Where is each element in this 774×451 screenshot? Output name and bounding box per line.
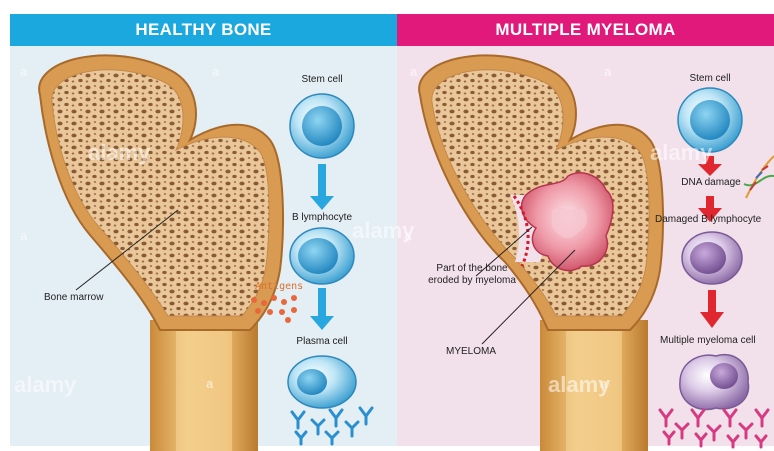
healthy-bone-title: HEALTHY BONE <box>10 14 397 46</box>
damaged-b-lymphocyte-label: Damaged B lymphocyte <box>655 214 761 225</box>
myeloma-label: MYELOMA <box>446 346 496 357</box>
watermark-letter: a <box>20 64 27 79</box>
stem-cell-label-myeloma: Stem cell <box>670 73 750 84</box>
eroded-bone-label: Part of the bone eroded by myeloma <box>417 263 527 287</box>
dna-damage-label: DNA damage <box>668 177 754 188</box>
watermark-letter: a <box>212 64 219 79</box>
myeloma-cell <box>680 355 749 410</box>
watermark: alamy <box>88 140 150 166</box>
plasma-cell-label: Plasma cell <box>282 336 362 347</box>
watermark-letter: a <box>600 376 607 391</box>
antigens-label: Antigens <box>255 281 303 292</box>
stem-cell-label-healthy: Stem cell <box>282 74 362 85</box>
watermark-letter: a <box>404 228 411 243</box>
damaged-b-lymphocyte-cell <box>682 232 742 284</box>
b-lymphocyte-cell <box>290 228 354 284</box>
watermark: alamy <box>650 140 712 166</box>
myeloma-cell-label: Multiple myeloma cell <box>660 335 756 346</box>
plasma-cell <box>288 356 356 408</box>
watermark-letter: a <box>410 64 417 79</box>
healthy-stem-cell <box>290 94 354 158</box>
watermark-letter: a <box>20 228 27 243</box>
watermark: alamy <box>14 372 76 398</box>
watermark-letter: a <box>206 376 213 391</box>
watermark-letter: a <box>604 64 611 79</box>
multiple-myeloma-title: MULTIPLE MYELOMA <box>397 14 774 46</box>
bone-marrow-label: Bone marrow <box>44 292 103 303</box>
